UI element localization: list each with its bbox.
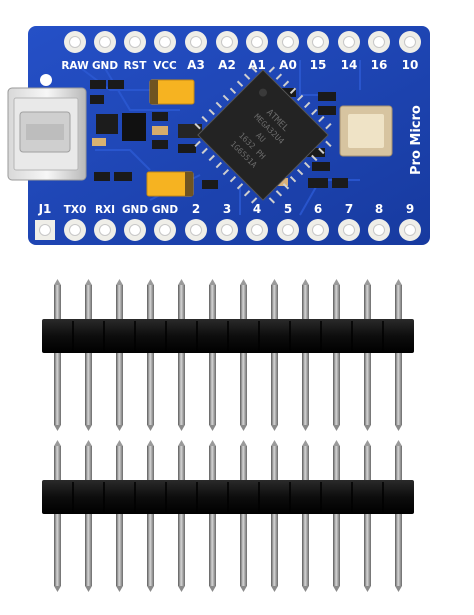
header-pin	[364, 279, 371, 431]
bottom-pad	[307, 219, 329, 241]
top-pad	[124, 31, 146, 53]
bottom-pin-label: J1	[38, 202, 52, 216]
top-pad	[307, 31, 329, 53]
top-pad	[246, 31, 268, 53]
top-pin-label: A2	[218, 58, 236, 72]
header-pin	[333, 279, 340, 431]
board-side-label: Pro Micro	[409, 105, 424, 175]
tantalum-capacitor-top	[149, 79, 195, 105]
header-pin	[240, 440, 247, 592]
header-pin	[302, 440, 309, 592]
bottom-pad	[246, 219, 268, 241]
header-pin	[302, 279, 309, 431]
top-pin-label: 15	[310, 58, 327, 72]
bottom-pin-label: 6	[314, 202, 322, 216]
header-pin	[209, 440, 216, 592]
top-pad	[216, 31, 238, 53]
bottom-pad	[368, 219, 390, 241]
header-pin	[271, 440, 278, 592]
top-pad	[399, 31, 421, 53]
pin-header-strip-2	[42, 440, 414, 592]
top-pad	[64, 31, 86, 53]
header-pin	[178, 279, 185, 431]
header-pin	[85, 279, 92, 431]
header-pin	[85, 440, 92, 592]
bottom-pin-label: 3	[223, 202, 231, 216]
bottom-pad	[94, 219, 116, 241]
bottom-pad	[216, 219, 238, 241]
bottom-pad-row	[35, 219, 421, 241]
bottom-pad	[64, 219, 86, 241]
bottom-pin-label: 2	[192, 202, 200, 216]
bottom-pad	[154, 219, 176, 241]
header-pin	[54, 440, 61, 592]
top-pin-label: RST	[124, 60, 148, 72]
header-pin	[54, 279, 61, 431]
top-pad	[154, 31, 176, 53]
bottom-pad	[124, 219, 146, 241]
top-pin-label: A0	[279, 58, 297, 72]
microcontroller-chip: ATMEL MEGA32U4 AU 1632 PH 1G6551A	[194, 66, 332, 204]
top-pin-label: A3	[187, 58, 205, 72]
crystal-oscillator	[339, 105, 393, 157]
top-pad-row	[64, 31, 421, 53]
top-pad	[277, 31, 299, 53]
header-pin	[178, 440, 185, 592]
header-pin	[395, 440, 402, 592]
top-pad	[368, 31, 390, 53]
bottom-pin-label: TX0	[64, 204, 87, 216]
tantalum-capacitor-bottom	[146, 171, 194, 197]
smd-components	[90, 80, 348, 189]
bottom-pin-label: RXI	[95, 204, 115, 216]
mount-dot	[40, 74, 52, 86]
top-pin-label: VCC	[153, 60, 177, 72]
bottom-pin-label: GND	[152, 204, 178, 216]
header-pin	[116, 279, 123, 431]
top-pin-label: 14	[341, 58, 358, 72]
bottom-pad	[338, 219, 360, 241]
header-pin	[395, 279, 402, 431]
header-pin	[240, 279, 247, 431]
bottom-pin-label: 9	[406, 202, 414, 216]
pin-header-strip-1	[42, 279, 414, 431]
bottom-pad	[277, 219, 299, 241]
micro-usb-connector	[7, 87, 87, 181]
bottom-pad	[185, 219, 207, 241]
header-pin	[209, 279, 216, 431]
top-pin-label: RAW	[61, 60, 89, 72]
bottom-pin-label: 7	[345, 202, 353, 216]
bottom-pad	[35, 220, 55, 240]
header-plastic	[42, 480, 414, 514]
bottom-pad	[399, 219, 421, 241]
header-pin	[116, 440, 123, 592]
header-pin	[333, 440, 340, 592]
header-pin	[147, 440, 154, 592]
bottom-pin-label: 8	[375, 202, 383, 216]
top-pad	[338, 31, 360, 53]
bottom-pin-label: GND	[122, 204, 148, 216]
bottom-pin-labels: J1 TX0 RXI GND GND 2 3 4 5 6 7 8 9	[38, 202, 415, 216]
top-pin-label: 16	[371, 58, 388, 72]
header-pin	[271, 279, 278, 431]
top-pin-label: GND	[92, 60, 118, 72]
header-pin	[147, 279, 154, 431]
bottom-pin-label: 5	[284, 202, 292, 216]
header-pin	[364, 440, 371, 592]
header-plastic	[42, 319, 414, 353]
top-pad	[94, 31, 116, 53]
top-pin-label: 10	[402, 58, 419, 72]
bottom-pin-label: 4	[253, 202, 261, 216]
top-pad	[185, 31, 207, 53]
